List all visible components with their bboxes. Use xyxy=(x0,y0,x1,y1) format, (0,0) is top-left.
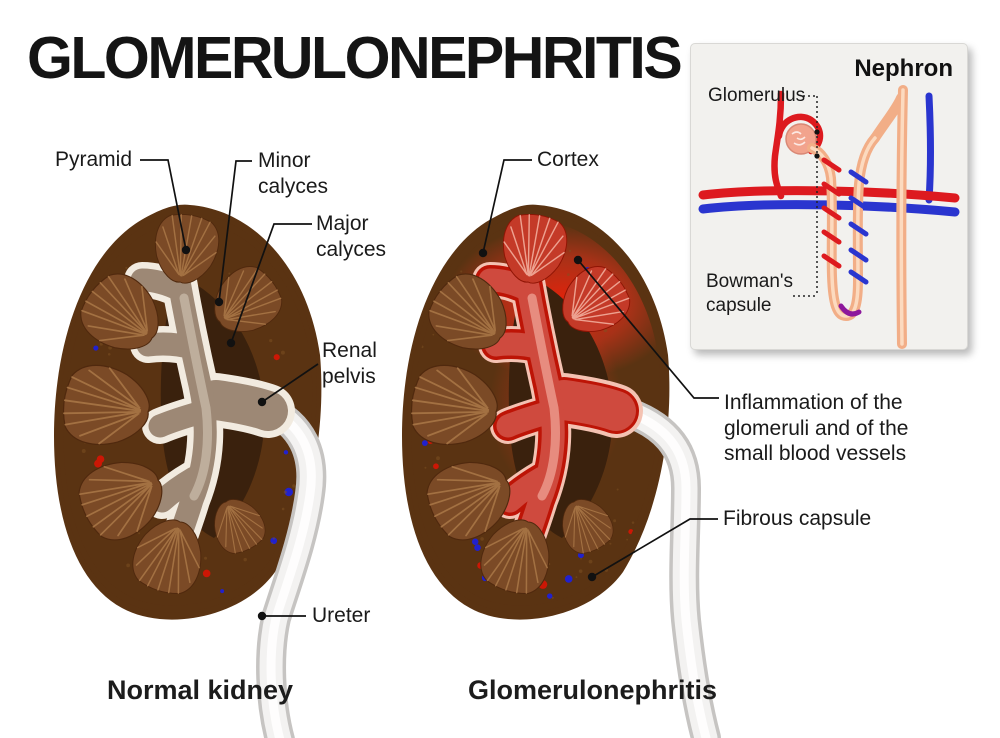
label-fibrous-capsule: Fibrous capsule xyxy=(723,507,872,530)
arteriole-curl xyxy=(775,113,824,155)
duct-highlight xyxy=(899,88,905,346)
vein-horizontal xyxy=(698,200,960,217)
label-renal-pelvis: Renal pelvis xyxy=(322,339,377,388)
label-glomerulus: Glomerulus xyxy=(708,85,806,106)
label-minor-calyces: Minor calyces xyxy=(258,149,329,198)
loop-of-henle xyxy=(807,133,880,322)
inset-title: Nephron xyxy=(854,55,953,82)
label-inflammation: Inflammation of the glomeruli and of the… xyxy=(724,391,909,466)
peritubular-capillary-blue xyxy=(848,169,869,285)
label-major-calyces: Major calyces xyxy=(316,212,387,261)
inflamed-renal-pelvis-shape xyxy=(472,258,643,566)
peritubular-capillary-red xyxy=(821,157,842,269)
caption-glomerulonephritis: Glomerulonephritis xyxy=(467,675,718,705)
venule xyxy=(925,92,934,204)
renal-pelvis-shape xyxy=(124,258,295,566)
afferent-arteriole xyxy=(771,90,785,200)
bowmans-pointer-dot xyxy=(814,153,820,159)
distal-tubule xyxy=(870,93,906,143)
tubule-highlight xyxy=(810,136,877,318)
vessel-tip-purple xyxy=(838,303,862,317)
caption-normal-kidney: Normal kidney xyxy=(106,675,294,705)
dotted-leader-lines xyxy=(793,95,818,297)
label-bowmans-capsule: Bowman's capsule xyxy=(706,271,794,316)
nephron-inset-panel: Nephron Glomerulus Bowman's capsule xyxy=(690,43,968,350)
label-cortex: Cortex xyxy=(537,148,599,171)
label-ureter: Ureter xyxy=(312,604,371,627)
glomerulus-capillaries xyxy=(791,131,806,146)
nephron-illustration xyxy=(698,85,960,349)
glomerulus-pointer-dot xyxy=(814,129,820,135)
normal-kidney-illustration xyxy=(54,204,327,738)
label-pyramid: Pyramid xyxy=(55,148,133,171)
page-title: GLOMERULONEPHRITIS xyxy=(27,25,683,91)
ureter-tube xyxy=(251,393,327,738)
